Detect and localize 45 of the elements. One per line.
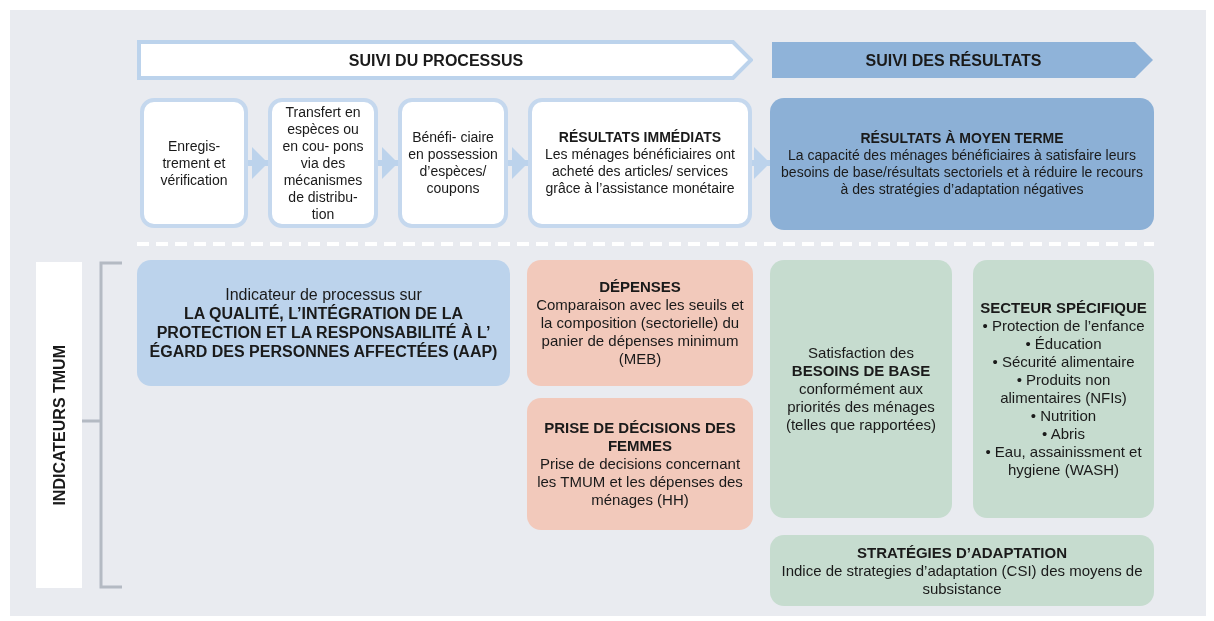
indicator-box [770,535,1154,606]
process-box [268,98,378,228]
body-text: Enregis- trement et vérification [159,137,229,189]
process-box [528,98,752,228]
body-text: Prise de decisions concernant les TMUM et les dépenses des ménages (HH) [536,455,744,509]
body-text: Comparaison avec les seuils et la composition (sectorielle) du panier de dépenses minimum (MEB) [535,296,745,368]
body-text: Indice de strategies d’adaptation (CSI) des moyens de subsistance [780,561,1144,598]
heading-text: SUIVI DES RÉSULTATS [865,50,1042,70]
list-item: • Sécurité alimentaire [992,353,1135,371]
chevron-banner [137,40,753,80]
process-box [398,98,508,228]
heading-text: INDICATEURS TMUM [49,344,69,506]
heading-text: RÉSULTATS À MOYEN TERME [860,130,1064,147]
chevron-arrow [508,147,528,179]
list-item: • Produits non alimentaires (NFIs) [999,371,1128,407]
list-item: • Éducation [1025,335,1102,353]
chevron-arrow [378,147,398,179]
outcome-box [770,98,1154,230]
list-item: • Nutrition [1030,407,1097,425]
body-text: Transfert en espèces ou en cou- pons via des mécanismes de distribu- tion [281,103,365,223]
body-text: Indicateur de processus sur [225,285,422,304]
heading-text: DÉPENSES [599,278,681,296]
indicator-box [137,260,510,386]
list-item: • Protection de l’enfance [982,317,1145,335]
body-text: Satisfaction des BESOINS DE BASE conformément aux priorités des ménages (telles que rapportées) [784,344,938,434]
body-text: Bénéfi- ciaire en possession d’espèces/ coupons [408,129,498,197]
heading-text: SUIVI DU PROCESSUS [348,50,524,70]
body-text: Les ménages bénéficiaires ont acheté des articles/ services grâce à l’assistance monétaire [544,146,736,197]
heading-text: SECTEUR SPÉCIFIQUE [980,299,1147,317]
process-box [140,98,248,228]
indicator-box [527,398,753,530]
heading-text: STRATÉGIES D’ADAPTATION [857,543,1067,562]
heading-text: PRISE DE DÉCISIONS DES FEMMES [543,419,737,455]
heading-text: RÉSULTATS IMMÉDIATS [558,129,722,146]
indicator-box [770,260,952,518]
indicator-box [527,260,753,386]
chevron-arrow [248,147,268,179]
list-item: • Eau, assainissment et hygiene (WASH) [984,443,1143,479]
body-text: LA QUALITÉ, L’INTÉGRATION DE LA PROTECTION ET LA RESPONSABILITÉ À L’ ÉGARD DES PERSONNES AFFECTÉES (AAP) [148,304,499,361]
indicator-box [973,260,1154,518]
side-label-panel [36,262,82,588]
body-text: La capacité des ménages bénéficiaires à satisfaire leurs besoins de base/résultats sectoriels et à réduire le recours à des stratégies d’adaptation négatives [780,147,1144,198]
chevron-arrow [752,147,770,179]
chevron-banner [770,40,1155,80]
list-item: • Abris [1042,425,1085,443]
